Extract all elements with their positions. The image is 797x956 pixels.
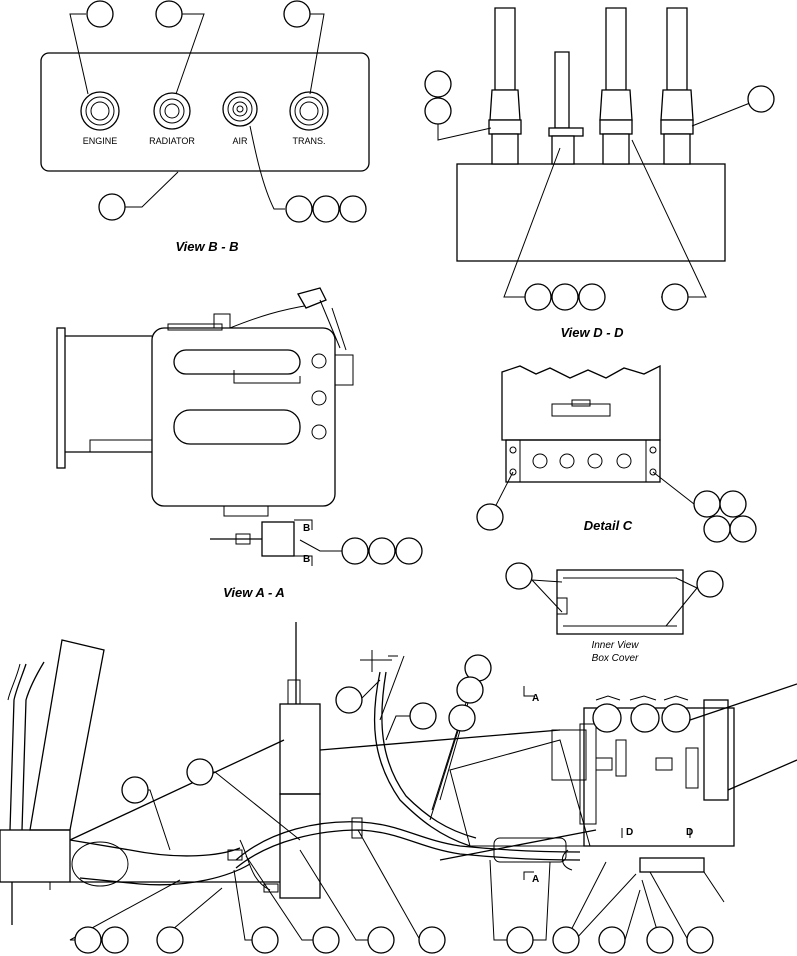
callout-circle [335,686,363,714]
detail-c [501,364,661,483]
main-section-markers: A A D D [523,686,693,885]
callout-circle [551,283,579,311]
callout-circle [448,704,476,732]
callout-circle [98,193,126,221]
inner-view-box-cover [556,569,684,635]
callout-circle [693,490,721,518]
engine-gauge [80,91,120,131]
view-aa-section-b: B B [294,519,313,566]
callout-circle [456,676,484,704]
view-dd-caption: View D - D [560,325,624,340]
section-a-marker-bottom: A [532,874,539,885]
callout-circle [101,926,129,954]
inner-view-caption-line1: Inner View [591,640,639,651]
callout-circle [156,926,184,954]
callout-circle [418,926,446,954]
view-aa-leaders [299,539,342,552]
callout-circle [505,562,533,590]
callout-circle [155,0,183,28]
callout-circle [552,926,580,954]
callout-circle [74,926,102,954]
main-leaders [69,667,689,941]
air-gauge [222,91,258,127]
main-callouts [74,654,714,954]
callout-circle [719,490,747,518]
callout-circle [646,926,674,954]
callout-circle [598,926,626,954]
callout-circle [747,85,775,113]
view-bb-caption: View B - B [175,239,238,254]
radiator-gauge [153,92,191,130]
callout-circle [186,758,214,786]
hose-fitting-1 [488,7,522,165]
engine-gauge-label: ENGINE [83,136,118,146]
callout-circle [341,537,369,565]
callout-circle [367,926,395,954]
view-dd-callouts [424,70,775,311]
section-b-marker-bottom: B [303,554,310,565]
main-assembly [0,622,797,925]
view-aa-tank [56,287,354,557]
view-dd-leaders [437,98,761,298]
callout-circle [524,283,552,311]
callout-circle [368,537,396,565]
inner-view-callouts [505,562,724,598]
callout-circle [729,515,757,543]
callout-circle [661,283,689,311]
detail-c-callouts [476,490,757,543]
callout-circle [703,515,731,543]
radiator-gauge-label: RADIATOR [149,136,195,146]
view-bb-panel: ENGINE RADIATOR AIR TRANS. [40,52,370,172]
callout-circle [424,97,452,125]
callout-circle [121,776,149,804]
detail-c-caption: Detail C [584,518,633,533]
view-aa-caption: View A - A [223,585,285,600]
hose-fitting-4 [660,7,694,165]
trans-gauge [289,91,329,131]
section-d-marker-left: D [626,827,633,838]
callout-circle [86,0,114,28]
view-bb-leaders [69,13,325,210]
view-bb-callouts [86,0,367,223]
section-b-marker-top: B [303,523,310,534]
callout-circle [312,195,340,223]
callout-circle [251,926,279,954]
callout-circle [506,926,534,954]
inner-view-leaders [531,577,698,627]
callout-circle [424,70,452,98]
callout-circle [312,926,340,954]
section-d-marker-right: D [686,827,693,838]
view-aa-callouts [341,537,423,565]
callout-circle [285,195,313,223]
view-dd-block [456,7,726,262]
callout-circle [696,570,724,598]
callout-circle [476,503,504,531]
callout-circle [578,283,606,311]
detail-c-leaders [491,471,695,514]
section-a-marker-top: A [532,693,539,704]
trans-gauge-label: TRANS. [292,136,325,146]
hose-fitting-3 [599,7,633,165]
callout-circle [339,195,367,223]
inner-view-caption-line2: Box Cover [592,653,639,664]
hose-fitting-2 [548,51,584,165]
callout-circle [395,537,423,565]
callout-circle [409,702,437,730]
callout-circle [283,0,311,28]
callout-circle [686,926,714,954]
air-gauge-label: AIR [232,136,248,146]
